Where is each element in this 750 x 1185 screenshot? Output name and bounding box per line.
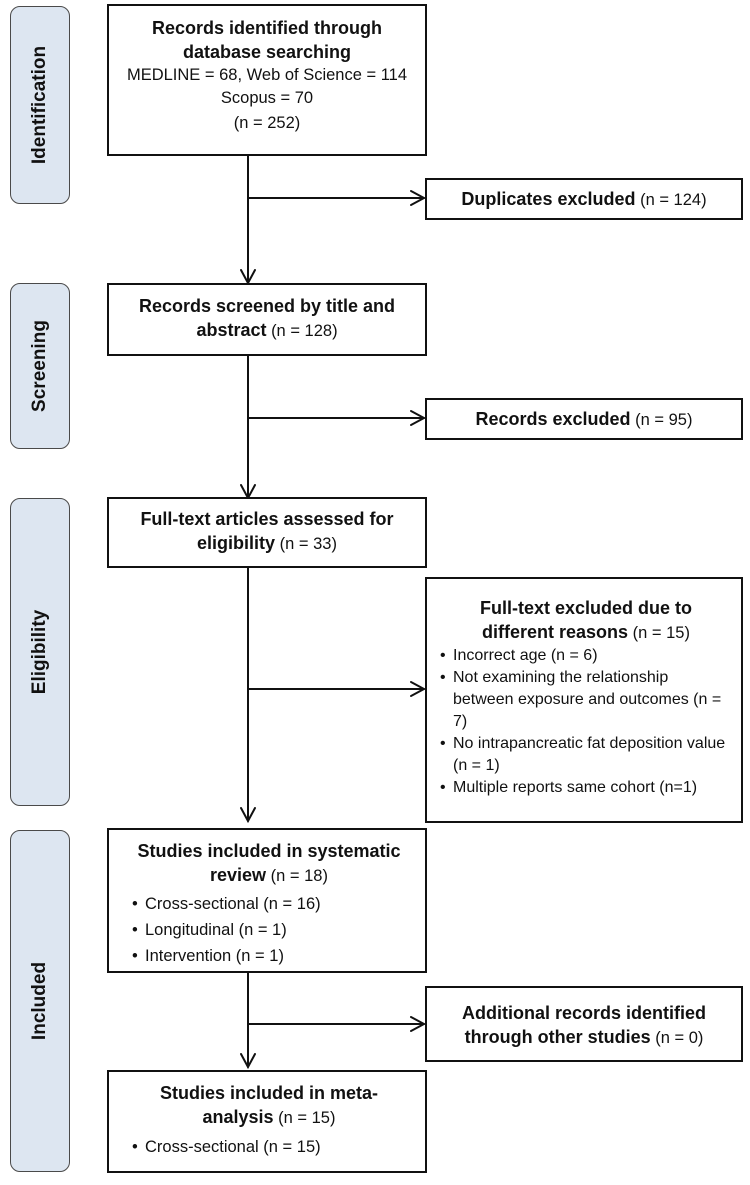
duplicates-excluded-count: (n = 124) [640,191,707,209]
stage-included: Included [10,830,70,1172]
systematic-review-box: Studies included in systematic review (n… [107,828,427,973]
systematic-review-count: (n = 18) [270,867,328,885]
meta-analysis-heading: Studies included in meta-analysis (n = 1… [131,1082,413,1130]
database-sources: MEDLINE = 68, Web of Science = 114 Scopu… [126,66,408,107]
stage-eligibility: Eligibility [10,498,70,806]
records-screened-box: Records screened by title and abstract (… [107,283,427,356]
stage-screening: Screening [10,283,70,449]
additional-records-count: (n = 0) [655,1029,704,1047]
records-identified-count: (n = 252) [233,114,301,132]
meta-analysis-label: Studies included in meta-analysis [159,1083,379,1127]
exclusion-reasons-list: Incorrect age (n = 6) Not examining the … [439,645,733,799]
records-excluded-box: Records excluded (n = 95) [425,398,743,440]
records-identified-box: Records identified through database sear… [107,4,427,156]
study-type-item: Intervention (n = 1) [131,943,413,969]
fulltext-excluded-count: (n = 15) [632,624,690,642]
records-screened-label: Records screened by title and abstract [138,296,396,340]
duplicates-excluded-box: Duplicates excluded (n = 124) [425,178,743,220]
study-type-item: Cross-sectional (n = 16) [131,891,413,917]
study-type-item: Longitudinal (n = 1) [131,917,413,943]
study-type-item: Cross-sectional (n = 15) [131,1134,413,1160]
fulltext-excluded-heading: Full-text excluded due to different reas… [439,597,733,645]
systematic-review-label: Studies included in systematic review [137,841,401,885]
additional-records-label: Additional records identified through ot… [461,1003,707,1047]
fulltext-assessed-label: Full-text articles assessed for eligibil… [140,509,394,553]
systematic-review-heading: Studies included in systematic review (n… [131,840,413,888]
fulltext-excluded-box: Full-text excluded due to different reas… [425,577,743,823]
records-screened-count: (n = 128) [271,322,338,340]
stage-identification: Identification [10,6,70,204]
exclusion-reason: Not examining the relationship between e… [439,667,733,733]
exclusion-reason: Incorrect age (n = 6) [439,645,733,667]
duplicates-excluded-label: Duplicates excluded [461,189,636,209]
fulltext-excluded-label: Full-text excluded due to different reas… [479,598,693,642]
meta-analysis-count: (n = 15) [278,1109,336,1127]
fulltext-assessed-count: (n = 33) [279,535,337,553]
additional-records-box: Additional records identified through ot… [425,986,743,1062]
exclusion-reason: Multiple reports same cohort (n=1) [439,777,733,799]
records-identified-title: Records identified through database sear… [151,18,382,62]
records-excluded-label: Records excluded [475,409,631,429]
meta-analysis-box: Studies included in meta-analysis (n = 1… [107,1070,427,1173]
systematic-study-types: Cross-sectional (n = 16) Longitudinal (n… [131,891,413,969]
exclusion-reason: No intrapancreatic fat deposition value … [439,733,733,777]
records-excluded-count: (n = 95) [635,411,693,429]
fulltext-assessed-box: Full-text articles assessed for eligibil… [107,497,427,568]
meta-study-types: Cross-sectional (n = 15) [131,1134,413,1160]
